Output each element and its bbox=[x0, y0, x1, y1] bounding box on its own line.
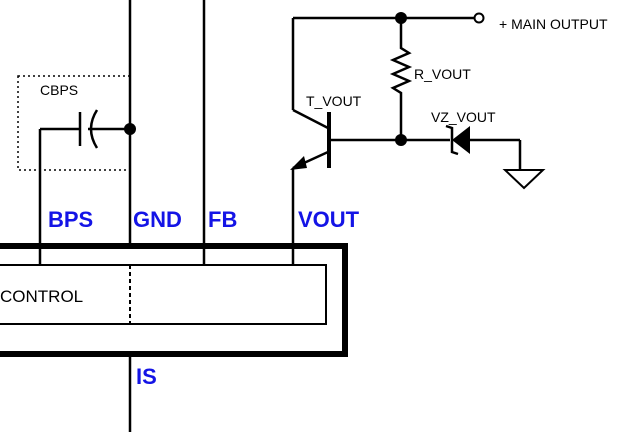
main-output-terminal bbox=[473, 12, 485, 24]
vz-vout-zener bbox=[445, 124, 522, 170]
pin-is-label: IS bbox=[136, 364, 157, 389]
cbps-junction-dot bbox=[124, 123, 136, 135]
pin-gnd-label: GND bbox=[133, 207, 182, 232]
output-circuit bbox=[290, 12, 546, 265]
r-vout-resistor bbox=[389, 18, 413, 140]
t-vout-emitter-arrow bbox=[290, 156, 307, 170]
cbps-capacitor bbox=[38, 109, 136, 265]
main-output-label: + MAIN OUTPUT bbox=[499, 16, 608, 32]
control-block-label: CONTROL bbox=[0, 287, 83, 306]
r-vout-label: R_VOUT bbox=[414, 66, 471, 82]
t-vout-label: T_VOUT bbox=[306, 93, 362, 109]
pin-bps-label: BPS bbox=[48, 207, 93, 232]
pin-fb-label: FB bbox=[208, 207, 237, 232]
cbps-label: CBPS bbox=[40, 82, 78, 98]
vz-vout-label: VZ_VOUT bbox=[431, 109, 496, 125]
pin-vout-label: VOUT bbox=[298, 207, 360, 232]
ic-package bbox=[0, 243, 348, 357]
ground-icon bbox=[502, 169, 546, 190]
cbps-dotted-box bbox=[17, 75, 131, 171]
